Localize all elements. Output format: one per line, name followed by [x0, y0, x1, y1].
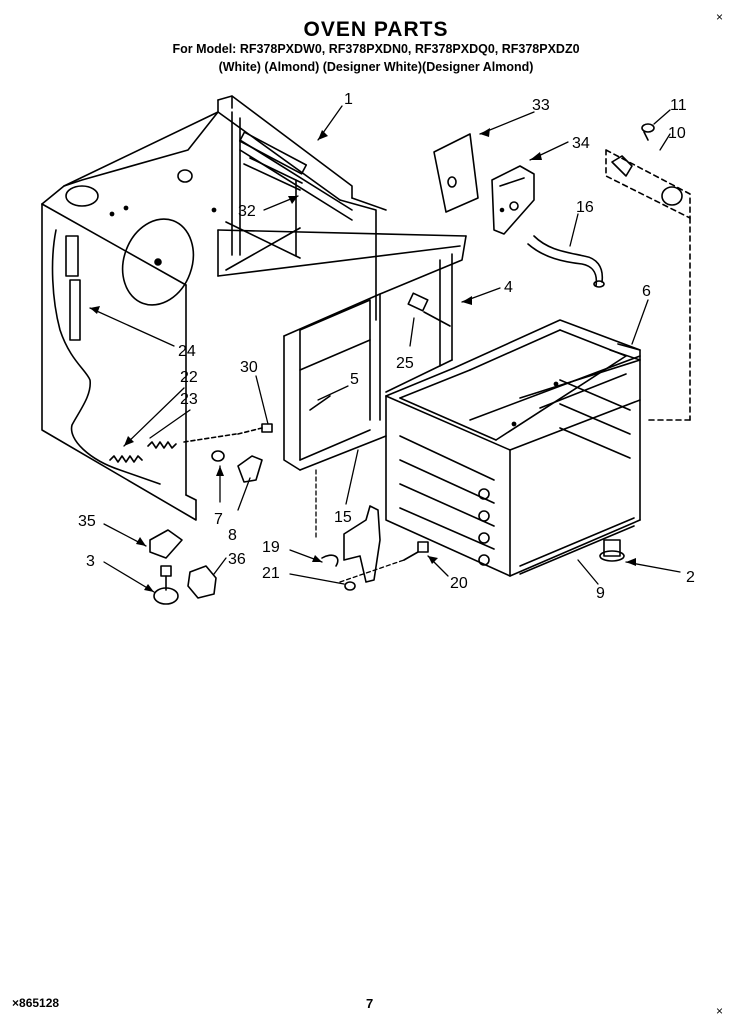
callout-34: 34: [572, 135, 590, 152]
callout-15: 15: [334, 509, 352, 526]
spring-22: [109, 455, 143, 463]
corner-mark-icon: ×: [716, 1004, 724, 1018]
part-8-latch: [237, 455, 263, 483]
callout-4: 4: [504, 279, 513, 296]
part-16-tube: [527, 235, 605, 288]
part-7-nut: [211, 450, 225, 462]
part-2-foot: [599, 539, 625, 562]
callout-2: 2: [686, 569, 695, 586]
part-33-plate: [433, 133, 479, 213]
x-mark-icon: ×: [12, 996, 20, 1010]
arrowheads: [90, 128, 636, 592]
model-numbers: For Model: RF378PXDW0, RF378PXDN0, RF378…: [172, 42, 580, 56]
model-colors: (White) (Almond) (Designer White)(Design…: [218, 60, 534, 74]
callout-32: 32: [238, 203, 256, 220]
light-assembly: [605, 123, 691, 421]
callout-3: 3: [86, 553, 95, 570]
callout-36: 36: [228, 551, 246, 568]
callout-8: 8: [228, 527, 237, 544]
part-3-leveler: [153, 565, 179, 605]
corner-mark-icon: ×: [716, 10, 724, 24]
callout-9: 9: [596, 585, 605, 602]
callout-24: 24: [178, 343, 196, 360]
page-title: OVEN PARTS: [303, 18, 449, 41]
callout-22: 22: [180, 369, 198, 386]
callout-10: 10: [668, 125, 686, 142]
part-35-bracket: [149, 529, 183, 559]
callout-6: 6: [642, 283, 651, 300]
part-19-hook: [321, 554, 339, 567]
callout-35: 35: [78, 513, 96, 530]
part-36-block: [187, 565, 217, 599]
callout-1: 1: [344, 91, 353, 108]
document-number: ×865128: [12, 996, 60, 1010]
callout-20: 20: [450, 575, 468, 592]
callout-labels: 1 33 11 10 34 16 32 4 6 24 25 30 5 22 23…: [78, 91, 695, 602]
oven-cavity: [385, 319, 641, 577]
page-number: 7: [366, 996, 374, 1011]
callout-30: 30: [240, 359, 258, 376]
callout-5: 5: [350, 371, 359, 388]
part-21-washer: [344, 581, 356, 591]
callout-25: 25: [396, 355, 414, 372]
part-30-rod: [237, 395, 331, 435]
callout-33: 33: [532, 97, 550, 114]
part-32-rail: [238, 131, 308, 175]
callout-23: 23: [180, 391, 198, 408]
callout-16: 16: [576, 199, 594, 216]
part-34-bracket: [491, 165, 535, 235]
wiring-harness: [51, 229, 161, 485]
part-15-lever: [343, 505, 381, 583]
callout-7: 7: [214, 511, 223, 528]
callout-19: 19: [262, 539, 280, 556]
spring-23: [147, 433, 237, 449]
oven-rack: [469, 343, 641, 421]
callout-21: 21: [262, 565, 280, 582]
part-20-screw: [403, 541, 429, 561]
part-25-sensor: [407, 292, 451, 327]
callout-11: 11: [670, 97, 687, 114]
front-frame: [283, 235, 467, 471]
